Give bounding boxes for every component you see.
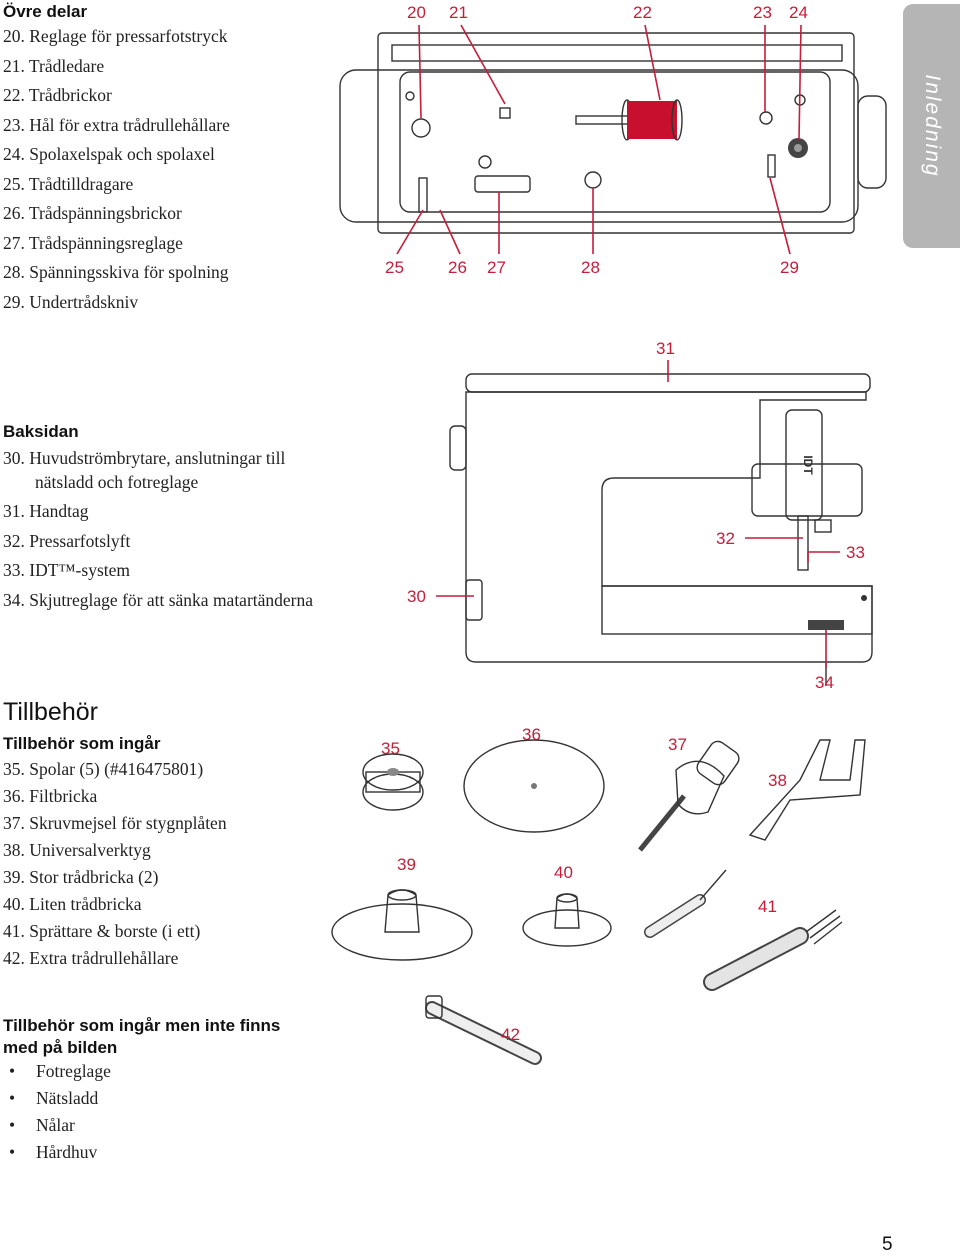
list-item: 31. Handtag: [3, 501, 89, 521]
callout-21: 21: [449, 3, 468, 22]
list-item: 34. Skjutreglage för att sänka matartänd…: [3, 589, 314, 610]
callout-20: 20: [407, 3, 426, 22]
callout-22: 22: [633, 3, 652, 22]
list-item: 26. Trådspänningsbrickor: [3, 203, 182, 223]
not-pictured-heading-line-2: med på bilden: [3, 1038, 118, 1057]
section-tab: [903, 4, 960, 248]
list-item: 28. Spänningsskiva för spolning: [3, 262, 229, 282]
accessories-list: 35. Spolar (5) (#416475801) 36. Filtbric…: [3, 756, 227, 972]
callout-40: 40: [554, 863, 573, 882]
list-item: Nålar: [36, 1112, 111, 1139]
callout-28: 28: [581, 258, 600, 277]
spool-pin-drawing: [425, 995, 542, 1065]
list-item: 20. Reglage för pressarfotstryck: [3, 26, 228, 46]
back-side-list: 30. Huvudströmbrytare, anslutningar till…: [3, 444, 313, 615]
callout-24: 24: [789, 3, 808, 22]
list-item: nätsladd och fotreglage: [35, 471, 199, 492]
upper-parts-list: 20. Reglage för pressarfotstryck 21. Trå…: [3, 22, 230, 317]
list-item: 25. Trådtilldragare: [3, 173, 134, 194]
list-item: 38. Universalverktyg: [3, 840, 151, 860]
upper-parts-heading: Övre delar: [3, 2, 88, 21]
large-spool-cap-drawing: [331, 889, 473, 961]
callout-25: 25: [385, 258, 404, 277]
callout-37: 37: [668, 735, 687, 754]
upper-parts-diagram: 20 21 22 23 24 25 26 27 28 29: [339, 3, 887, 277]
accessories-title: Tillbehör: [3, 698, 98, 726]
callout-30: 30: [407, 587, 426, 606]
callout-41: 41: [758, 897, 777, 916]
callout-29: 29: [780, 258, 799, 277]
back-side-diagram: IDT 31 32 33 30 34: [407, 339, 873, 692]
upper-callouts: 20 21 22 23 24 25 26 27 28 29: [385, 3, 808, 277]
list-item: 36. Filtbricka: [3, 786, 98, 806]
list-item: Fotreglage: [36, 1058, 111, 1085]
list-item: 22. Trådbrickor: [3, 85, 112, 105]
page-number: 5: [882, 1234, 893, 1255]
small-spool-cap-drawing: [522, 893, 612, 947]
list-item: 30. Huvudströmbrytare, anslutningar till: [3, 448, 286, 468]
idt-logo: IDT: [801, 455, 815, 475]
list-item: 23. Hål för extra trådrullehållare: [3, 114, 230, 135]
back-side-heading: Baksidan: [3, 422, 79, 441]
list-item: Hårdhuv: [36, 1139, 111, 1166]
list-item: 32. Pressarfotslyft: [3, 530, 131, 551]
callout-31: 31: [656, 339, 675, 358]
multipurpose-tool-drawing: [748, 739, 866, 841]
callout-36: 36: [522, 725, 541, 744]
felt-pad-drawing: [463, 739, 605, 833]
not-pictured-heading-line-1: Tillbehör som ingår men inte finns: [3, 1016, 281, 1035]
callout-26: 26: [448, 258, 467, 277]
screwdriver-drawing: [638, 740, 740, 852]
list-item: 41. Sprättare & borste (i ett): [3, 921, 201, 941]
list-item: 27. Trådspänningsreglage: [3, 232, 183, 253]
list-item: 37. Skruvmejsel för stygnplåten: [3, 813, 227, 833]
list-item: 35. Spolar (5) (#416475801): [3, 759, 204, 779]
seam-ripper-brush-drawing: [644, 869, 843, 991]
callout-23: 23: [753, 3, 772, 22]
callout-27: 27: [487, 258, 506, 277]
list-item: 33. IDT™-system: [3, 560, 130, 580]
list-item: Nätsladd: [36, 1085, 111, 1112]
list-item: 42. Extra trådrullehållare: [3, 948, 179, 968]
callout-33: 33: [846, 543, 865, 562]
list-item: 29. Undertrådskniv: [3, 291, 139, 312]
not-pictured-list: Fotreglage Nätsladd Nålar Hårdhuv: [0, 1058, 111, 1166]
accessories-heading: Tillbehör som ingår: [3, 734, 161, 753]
callout-42: 42: [501, 1025, 520, 1044]
list-item: 21. Trådledare: [3, 55, 105, 76]
not-pictured-heading: Tillbehör som ingår men inte finns med p…: [3, 1015, 280, 1059]
list-item: 39. Stor trådbricka (2): [3, 867, 159, 887]
callout-32: 32: [716, 529, 735, 548]
list-item: 24. Spolaxelspak och spolaxel: [3, 144, 215, 164]
list-item: 40. Liten trådbricka: [3, 894, 142, 914]
accessories-diagram: 35 36 37 38 39 40 41 42: [331, 725, 866, 1065]
bobbin-drawing: [362, 753, 424, 811]
callout-38: 38: [768, 771, 787, 790]
callout-35: 35: [381, 739, 400, 758]
callout-34: 34: [815, 673, 834, 692]
callout-39: 39: [397, 855, 416, 874]
